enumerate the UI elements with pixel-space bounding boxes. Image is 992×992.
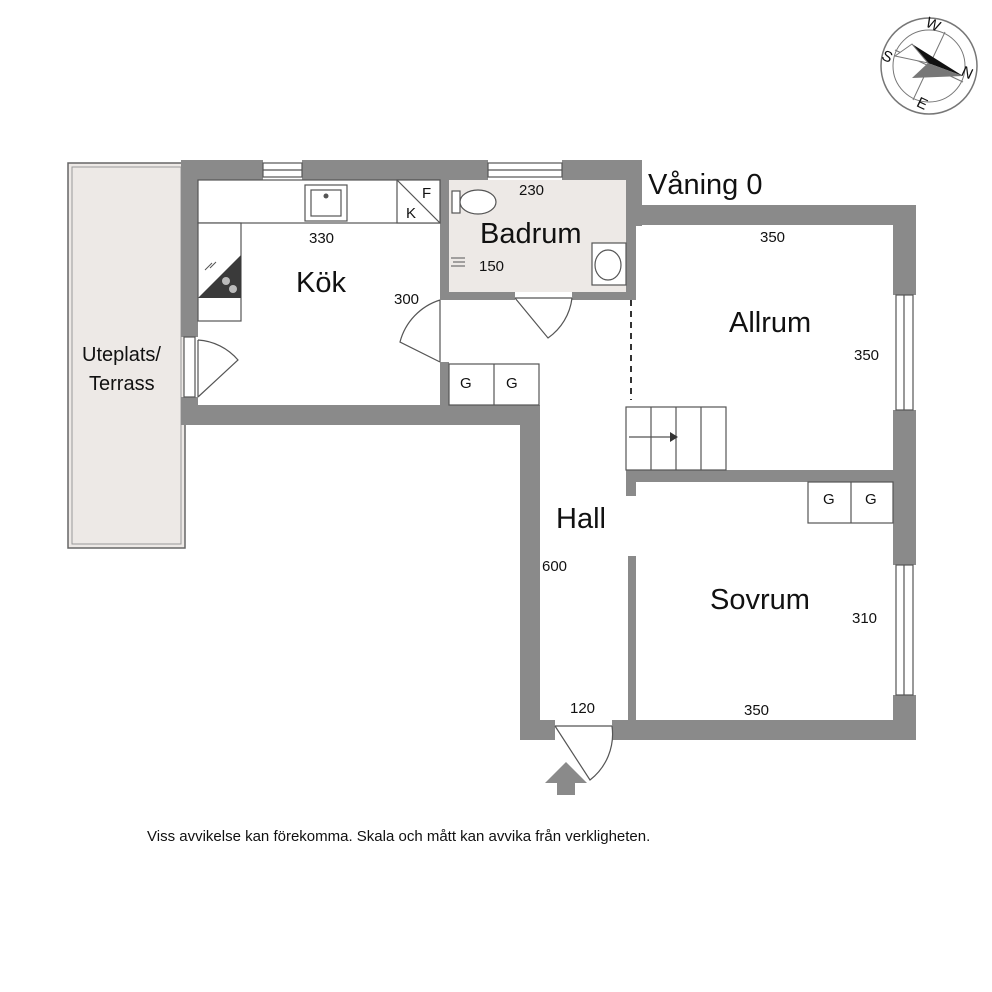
toilet [451, 190, 461, 214]
room-label-terrace-1: Uteplats/ [82, 344, 161, 366]
room-label-terrace-2: Terrass [89, 373, 155, 395]
terrace [67, 162, 186, 549]
dim-bedroom-depth: 310 [852, 610, 877, 627]
doors [197, 297, 614, 781]
disclaimer: Viss avvikelse kan förekomma. Skala och … [147, 828, 650, 845]
dim-kitchen-depth: 300 [394, 291, 419, 308]
wardrobe-label-3: G [823, 491, 835, 508]
wardrobe-label-4: G [865, 491, 877, 508]
room-label-bathroom: Badrum [480, 218, 582, 250]
dim-living-depth: 350 [854, 347, 879, 364]
dim-hall-length: 600 [542, 558, 567, 575]
dim-living-width: 350 [760, 229, 785, 246]
freezer-label: F [422, 185, 431, 202]
wardrobes [448, 363, 894, 524]
wardrobe-label-2: G [506, 375, 518, 392]
dim-bedroom-width: 350 [744, 702, 769, 719]
floor-title: Våning 0 [648, 169, 763, 201]
room-label-bedroom: Sovrum [710, 584, 810, 616]
kitchen-counters [197, 179, 441, 322]
bathroom-fixtures [451, 189, 627, 286]
fridge-label: K [406, 205, 416, 222]
walls [181, 160, 916, 740]
entrance-arrow-icon [545, 762, 587, 795]
windows [183, 162, 914, 696]
wardrobe-label-1: G [460, 375, 472, 392]
compass-icon [880, 17, 978, 115]
room-label-hall: Hall [556, 503, 606, 535]
dim-bathroom-width: 230 [519, 182, 544, 199]
room-label-kitchen: Kök [296, 267, 346, 299]
dim-entrance-width: 120 [570, 700, 595, 717]
shower-icon [451, 257, 465, 267]
room-label-living: Allrum [729, 307, 811, 339]
dim-bathroom-depth: 150 [479, 258, 504, 275]
stairs [625, 406, 727, 471]
dim-kitchen-width: 330 [309, 230, 334, 247]
